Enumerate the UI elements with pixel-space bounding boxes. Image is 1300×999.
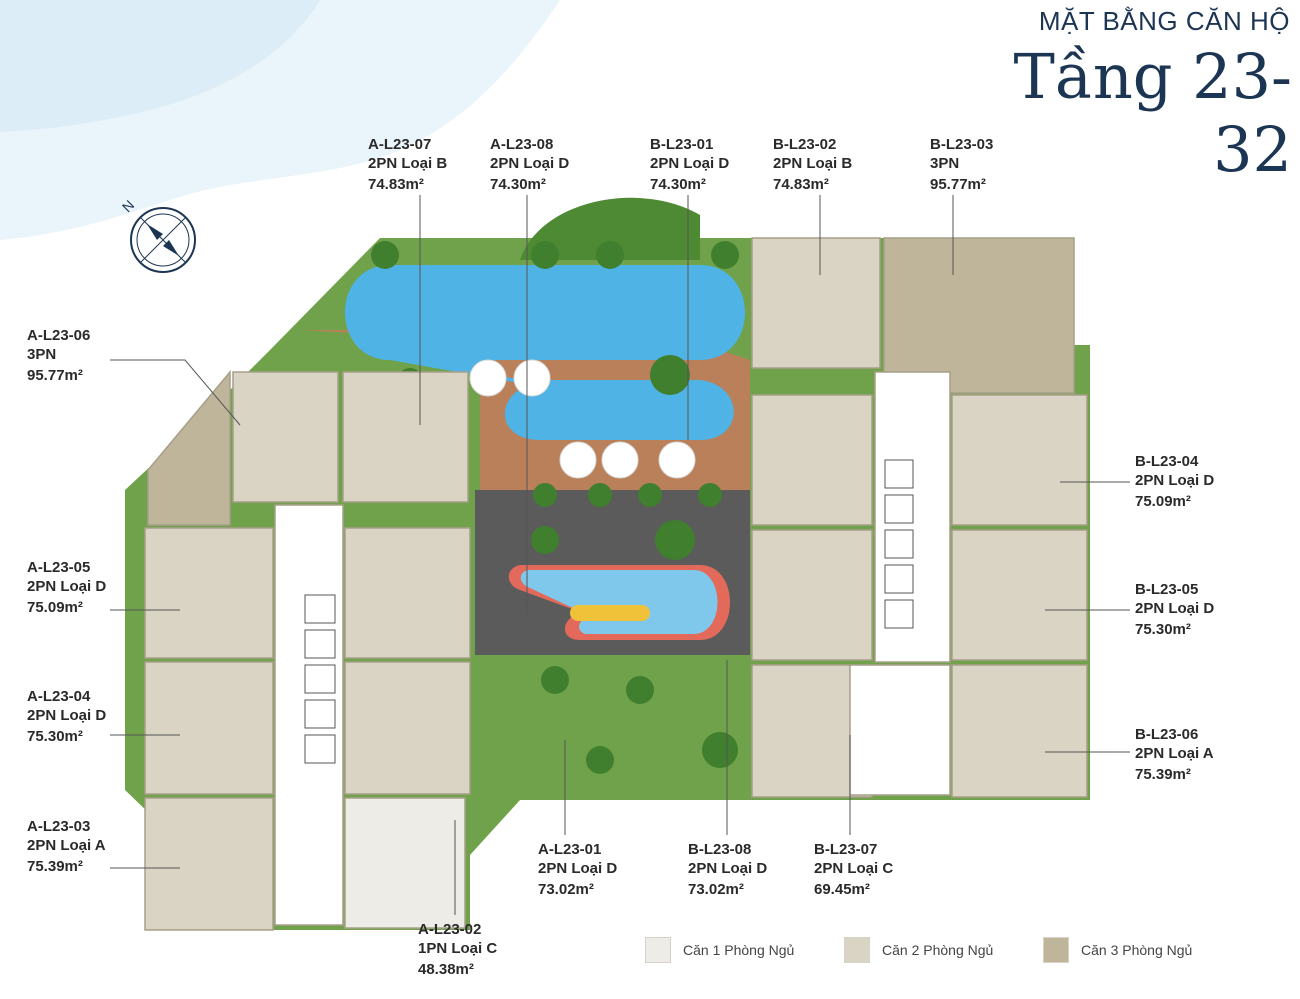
- unit-b-l23-03-plan: [883, 237, 1075, 394]
- unit-b-l23-06-plan: [951, 664, 1088, 798]
- lower-lawn: [480, 660, 745, 795]
- unit-a-l23-01-plan: [344, 661, 471, 795]
- legend-swatch-2pn: [844, 937, 870, 963]
- compass-icon: [130, 207, 196, 273]
- unit-a-l23-08-plan: [342, 371, 469, 503]
- legend-swatch-3pn: [1043, 937, 1069, 963]
- lifts-left: [304, 594, 336, 764]
- unit-a-l23-03-plan: [144, 797, 274, 931]
- unit-b-l23-04-plan: [951, 394, 1088, 526]
- unit-b-l23-01-plan: [751, 394, 873, 526]
- page-subtitle: MẶT BẰNG CĂN HỘ: [1038, 6, 1290, 36]
- top-garden: [520, 197, 700, 260]
- unit-a-l23-08b-plan: [344, 527, 471, 659]
- legend-swatch-1pn: [645, 937, 671, 963]
- page-title: Tầng 23-32: [1013, 40, 1292, 186]
- unit-a-l23-02-plan: [344, 797, 466, 929]
- unit-b-l23-07-plan: [849, 664, 951, 796]
- umbrellas: [469, 359, 696, 479]
- unit-b-l23-05-plan: [951, 529, 1088, 661]
- lifts-right: [884, 459, 914, 629]
- corridor-left: [274, 504, 344, 926]
- swimming-pool: [345, 265, 745, 440]
- background-wave: [0, 0, 560, 240]
- unit-a-l23-06-plan: [147, 369, 231, 526]
- unit-a-l23-04-plan: [144, 661, 274, 795]
- unit-a-l23-07-plan: [232, 371, 339, 503]
- legend-2pn: Căn 2 Phòng Ngủ: [844, 937, 993, 963]
- leader-lines: [110, 195, 1130, 915]
- legend-3pn: Căn 3 Phòng Ngủ: [1043, 937, 1192, 963]
- unit-b-l23-08b-plan: [751, 529, 873, 661]
- unit-a-l23-05-plan: [144, 527, 274, 659]
- unit-b-l23-02-plan: [751, 237, 881, 369]
- legend-1pn: Căn 1 Phòng Ngủ: [645, 937, 794, 963]
